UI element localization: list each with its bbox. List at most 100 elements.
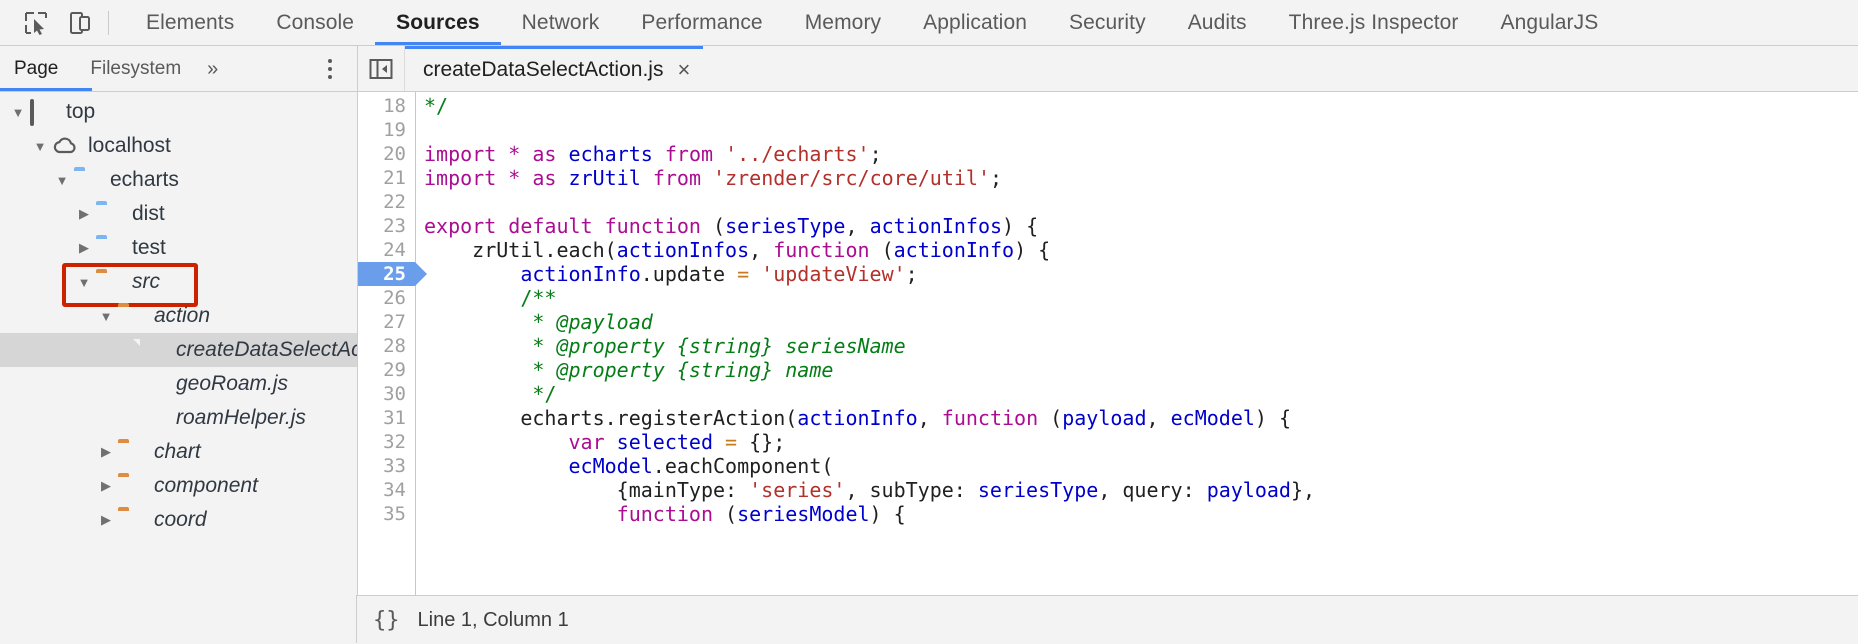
code-line[interactable]: * @property {string} name	[424, 358, 1858, 382]
line-number[interactable]: 26	[383, 287, 406, 309]
tab-security[interactable]: Security	[1069, 11, 1146, 34]
tab-network[interactable]: Network	[521, 11, 600, 34]
code-content[interactable]: */ import * as echarts from '../echarts'…	[416, 92, 1858, 595]
close-icon[interactable]: ×	[677, 57, 691, 82]
line-number[interactable]: 22	[383, 191, 406, 213]
line-number[interactable]: 27	[383, 311, 406, 333]
line-number[interactable]: 18	[383, 95, 406, 117]
code-token: ;	[905, 262, 918, 286]
device-toolbar-icon[interactable]	[58, 3, 102, 43]
code-token: selected	[616, 430, 713, 454]
line-number[interactable]: 23	[383, 215, 406, 237]
chevron-down-icon[interactable]: ▼	[77, 274, 91, 290]
chevron-right-icon[interactable]: ▶	[101, 478, 111, 493]
chevron-down-icon[interactable]: ▼	[11, 104, 25, 120]
code-line[interactable]: actionInfo.update = 'updateView';	[424, 262, 1858, 286]
tree-item-label: coord	[154, 508, 207, 531]
chevron-down-icon[interactable]: ▼	[33, 138, 47, 154]
tree-file-item[interactable]: ▶createDataSelectAction.js	[0, 333, 357, 367]
code-token: (	[1038, 406, 1063, 430]
code-token: from	[652, 166, 701, 190]
chevron-down-icon[interactable]: ▼	[55, 172, 69, 188]
code-token: , query:	[1098, 478, 1207, 502]
nav-tab-page[interactable]: Page	[14, 57, 59, 79]
code-line[interactable]: import * as echarts from '../echarts';	[424, 142, 1858, 166]
code-line[interactable]: */	[424, 94, 1858, 118]
tab-audits[interactable]: Audits	[1187, 11, 1247, 34]
editor-tabbar: createDataSelectAction.js ×	[358, 46, 1858, 92]
line-number[interactable]: 28	[383, 335, 406, 357]
code-line[interactable]: var selected = {};	[424, 430, 1858, 454]
tree-file-item[interactable]: ▶roamHelper.js	[0, 401, 357, 435]
code-line[interactable]	[424, 190, 1858, 214]
code-token: =	[737, 262, 750, 286]
kebab-menu-icon[interactable]	[319, 54, 341, 84]
tree-folder-item[interactable]: ▼ src	[0, 263, 357, 307]
line-number[interactable]: 21	[383, 167, 406, 189]
line-number[interactable]: 20	[383, 143, 406, 165]
tree-folder-item[interactable]: ▼action	[0, 299, 357, 333]
show-navigator-icon[interactable]	[358, 46, 405, 91]
tree-folder-item[interactable]: ▼echarts	[0, 163, 357, 197]
chevron-right-icon[interactable]: ▶	[101, 512, 111, 527]
code-line[interactable]: import * as zrUtil from 'zrender/src/cor…	[424, 166, 1858, 190]
tab-console[interactable]: Console	[276, 11, 355, 34]
tree-item-label: src	[132, 270, 160, 293]
editor-tab-createdataselectaction[interactable]: createDataSelectAction.js ×	[405, 46, 704, 91]
navigator-tabbar: Page Filesystem »	[0, 46, 357, 92]
code-token: ) {	[1254, 406, 1292, 430]
code-line[interactable]: echarts.registerAction(actionInfo, funct…	[424, 406, 1858, 430]
folder-icon	[118, 475, 144, 497]
code-line[interactable]: function (seriesModel) {	[424, 502, 1858, 526]
code-line[interactable]: {mainType: 'series', subType: seriesType…	[424, 478, 1858, 502]
tab-sources[interactable]: Sources	[375, 0, 501, 45]
line-number[interactable]: 32	[383, 431, 406, 453]
tab-angularjs[interactable]: AngularJS	[1500, 11, 1599, 34]
line-number[interactable]: 19	[383, 119, 406, 141]
inspect-element-icon[interactable]	[14, 3, 58, 43]
line-number[interactable]: 35	[383, 503, 406, 525]
chevron-right-icon[interactable]: ▶	[79, 240, 89, 255]
code-line[interactable]: zrUtil.each(actionInfos, function (actio…	[424, 238, 1858, 262]
tree-file-item[interactable]: ▶geoRoam.js	[0, 367, 357, 401]
chevron-right-icon[interactable]: ▶	[79, 206, 89, 221]
file-tree[interactable]: ▼ top ▼localhost▼echarts▶dist▶test ▼ src ▼act…	[0, 92, 357, 595]
line-number[interactable]: 34	[383, 479, 406, 501]
tab-threejs-inspector[interactable]: Three.js Inspector	[1288, 11, 1459, 34]
code-token: ,	[749, 238, 774, 262]
code-line[interactable]: export default function (seriesType, act…	[424, 214, 1858, 238]
tree-item-label: top	[66, 100, 96, 123]
tree-folder-item[interactable]: ▶dist	[0, 197, 357, 231]
code-token: ecModel	[1170, 406, 1255, 430]
tab-memory[interactable]: Memory	[804, 11, 882, 34]
code-token: *	[508, 166, 521, 190]
tree-folder-item[interactable]: ▶ coord	[0, 503, 357, 537]
execution-line-number[interactable]: 25	[358, 262, 427, 286]
tab-application[interactable]: Application	[923, 11, 1028, 34]
code-line[interactable]: /**	[424, 286, 1858, 310]
line-number[interactable]: 24	[383, 239, 406, 261]
line-number[interactable]: 29	[383, 359, 406, 381]
tab-performance[interactable]: Performance	[641, 11, 763, 34]
pretty-print-icon[interactable]: {}	[373, 607, 400, 633]
line-number[interactable]: 30	[383, 383, 406, 405]
tree-folder-item[interactable]: ▼ top	[0, 95, 357, 129]
nav-more-tabs-icon[interactable]: »	[207, 57, 219, 80]
nav-tab-filesystem[interactable]: Filesystem	[90, 57, 182, 79]
code-line[interactable]: * @payload	[424, 310, 1858, 334]
code-line[interactable]: */	[424, 382, 1858, 406]
tree-folder-item[interactable]: ▶component	[0, 469, 357, 503]
line-number[interactable]: 31	[383, 407, 406, 429]
tree-folder-item[interactable]: ▼localhost	[0, 129, 357, 163]
code-line[interactable]	[424, 118, 1858, 142]
code-line[interactable]: * @property {string} seriesName	[424, 334, 1858, 358]
line-number[interactable]: 33	[383, 455, 406, 477]
tree-folder-item[interactable]: ▶chart	[0, 435, 357, 469]
chevron-right-icon[interactable]: ▶	[101, 444, 111, 459]
tree-folder-item[interactable]: ▶test	[0, 231, 357, 265]
chevron-down-icon[interactable]: ▼	[99, 308, 113, 324]
tab-elements[interactable]: Elements	[146, 11, 235, 34]
code-line[interactable]: ecModel.eachComponent(	[424, 454, 1858, 478]
